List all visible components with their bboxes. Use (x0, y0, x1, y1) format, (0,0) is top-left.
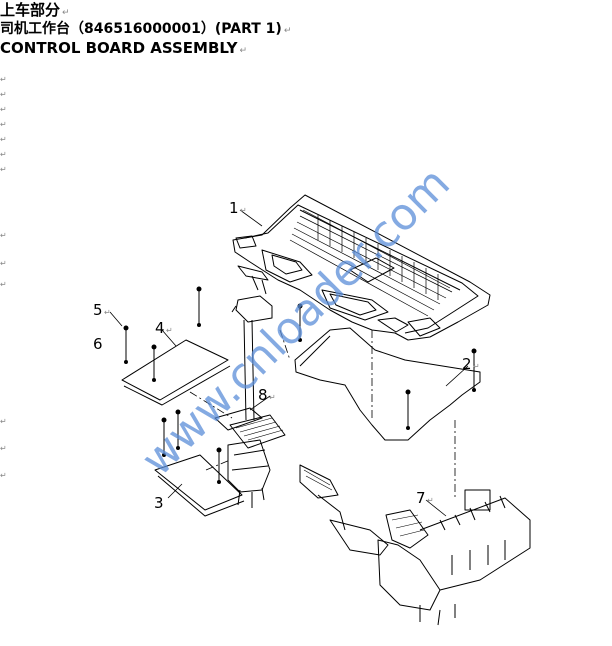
part-8-pilot-valve (214, 407, 286, 508)
svg-text:↵: ↵ (0, 105, 7, 114)
svg-text:↵: ↵ (0, 165, 7, 174)
alignment-lines (189, 329, 456, 500)
part-3-lower-plate (154, 454, 245, 517)
part-4-plate (121, 339, 231, 406)
svg-text:↵: ↵ (0, 150, 7, 159)
leader-lines (109, 209, 469, 517)
assembly-title-cn: 司机工作台（846516000001）(PART 1) (0, 21, 282, 37)
svg-text:↵: ↵ (0, 471, 7, 480)
svg-text:↵: ↵ (0, 417, 7, 426)
svg-text:↵: ↵ (104, 308, 111, 317)
svg-text:↵: ↵ (0, 259, 7, 268)
svg-text:↵: ↵ (473, 362, 480, 371)
margin-paragraph-marks: ↵ ↵ ↵ ↵ ↵ ↵ ↵ ↵ ↵ ↵ ↵ ↵ ↵ (0, 75, 7, 480)
svg-text:↵: ↵ (0, 444, 7, 453)
callout-5: 5 (93, 301, 103, 319)
callout-4: 4 (155, 319, 165, 337)
svg-text:↵: ↵ (0, 90, 7, 99)
svg-text:↵: ↵ (269, 393, 276, 402)
callout-6: 6 (93, 335, 103, 353)
callout-7: 7 (416, 489, 426, 507)
part-6-washers (123, 286, 477, 484)
paragraph-mark: ↵ (239, 46, 248, 56)
paragraph-mark: ↵ (283, 26, 292, 36)
svg-text:↵: ↵ (427, 496, 434, 505)
document-header: 上车部分↵ 司机工作台（846516000001）(PART 1)↵ CONTR… (0, 0, 291, 58)
callout-1: 1 (229, 199, 239, 217)
part-5-bolts (125, 289, 475, 482)
assembly-title-en: CONTROL BOARD ASSEMBLY (0, 39, 238, 57)
svg-text:↵: ↵ (0, 120, 7, 129)
part-2-floor-mat (294, 327, 481, 441)
svg-text:↵: ↵ (0, 280, 7, 289)
part-8-control-lever (231, 265, 273, 421)
part-1-top-panel (232, 194, 491, 341)
callout-3: 3 (154, 494, 164, 512)
callout-labels: 1 ↵ 2 ↵ 3 4 ↵ 5 ↵ 6 7 ↵ 8 ↵ (93, 199, 480, 512)
paragraph-mark: ↵ (62, 8, 70, 18)
svg-text:↵: ↵ (240, 206, 247, 215)
svg-text:↵: ↵ (166, 326, 173, 335)
part-7-valve-group (299, 464, 531, 626)
svg-text:↵: ↵ (0, 75, 7, 84)
section-title-cn: 上车部分 (0, 1, 61, 19)
svg-text:↵: ↵ (0, 135, 7, 144)
callout-8: 8 (258, 386, 268, 404)
svg-text:↵: ↵ (0, 231, 7, 240)
callout-2: 2 (462, 355, 472, 373)
